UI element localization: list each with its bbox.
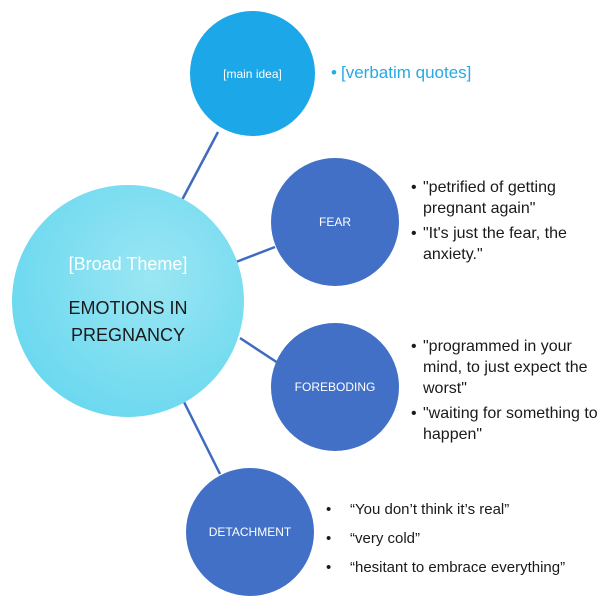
subtheme-fear-quotes: • "petrified of getting pregnant again" •… — [411, 177, 606, 269]
main-idea-quotes: •[verbatim quotes] — [331, 63, 471, 83]
bullet-dot: • — [411, 225, 417, 242]
subtheme-foreboding-label: FOREBODING — [294, 380, 376, 394]
main-idea-circle: [main idea] — [190, 11, 315, 136]
list-item: •[verbatim quotes] — [331, 63, 471, 83]
quote-text: "programmed in your mind, to just expect… — [423, 338, 588, 397]
quote-text: "It's just the fear, the anxiety." — [423, 225, 567, 263]
bullet-dot: • — [411, 179, 417, 196]
subtheme-detachment-quotes: • “You don’t think it’s real” • “very cold… — [326, 500, 608, 587]
subtheme-foreboding-quotes: • "programmed in your mind, to just expec… — [411, 336, 606, 449]
quote-text: "waiting for something to happen" — [423, 405, 598, 443]
list-item: • "waiting for something to happen" — [411, 403, 606, 445]
quote-text: "petrified of getting pregnant again" — [423, 179, 556, 217]
broad-theme-subtitle: [Broad Theme] — [68, 253, 188, 274]
broad-theme-title: EMOTIONS IN PREGNANCY — [68, 297, 188, 345]
quote-text: “hesitant to embrace everything” — [350, 559, 566, 576]
connector-main-idea — [180, 131, 220, 201]
quote-text: “You don’t think it’s real” — [350, 501, 510, 518]
subtheme-detachment-circle: DETACHMENT — [186, 468, 314, 596]
list-item: • "programmed in your mind, to just expec… — [411, 336, 606, 399]
bullet-dot: • — [411, 338, 417, 355]
main-idea-label: [main idea] — [223, 66, 282, 81]
list-item: • “hesitant to embrace everything” — [326, 558, 608, 577]
list-item: • “very cold” — [326, 529, 608, 548]
connector-fear — [235, 245, 276, 264]
quote-text: “very cold” — [350, 530, 421, 547]
bullet-dot: • — [326, 530, 332, 547]
subtheme-fear-label: FEAR — [318, 215, 351, 229]
list-item: • “You don’t think it’s real” — [326, 500, 608, 519]
connector-detachment — [182, 401, 222, 475]
list-item: • "It's just the fear, the anxiety." — [411, 223, 606, 265]
list-item: • "petrified of getting pregnant again" — [411, 177, 606, 219]
subtheme-foreboding-circle: FOREBODING — [271, 323, 399, 451]
subtheme-fear-circle: FEAR — [271, 158, 399, 286]
subtheme-detachment-label: DETACHMENT — [208, 525, 292, 539]
bullet-dot: • — [326, 501, 332, 518]
bullet-dot: • — [411, 405, 417, 422]
bullet-dot: • — [326, 559, 332, 576]
quote-text: [verbatim quotes] — [341, 63, 472, 82]
connector-foreboding — [239, 336, 279, 365]
bullet-dot: • — [331, 63, 337, 82]
broad-theme-circle: [Broad Theme] EMOTIONS IN PREGNANCY — [12, 185, 244, 417]
